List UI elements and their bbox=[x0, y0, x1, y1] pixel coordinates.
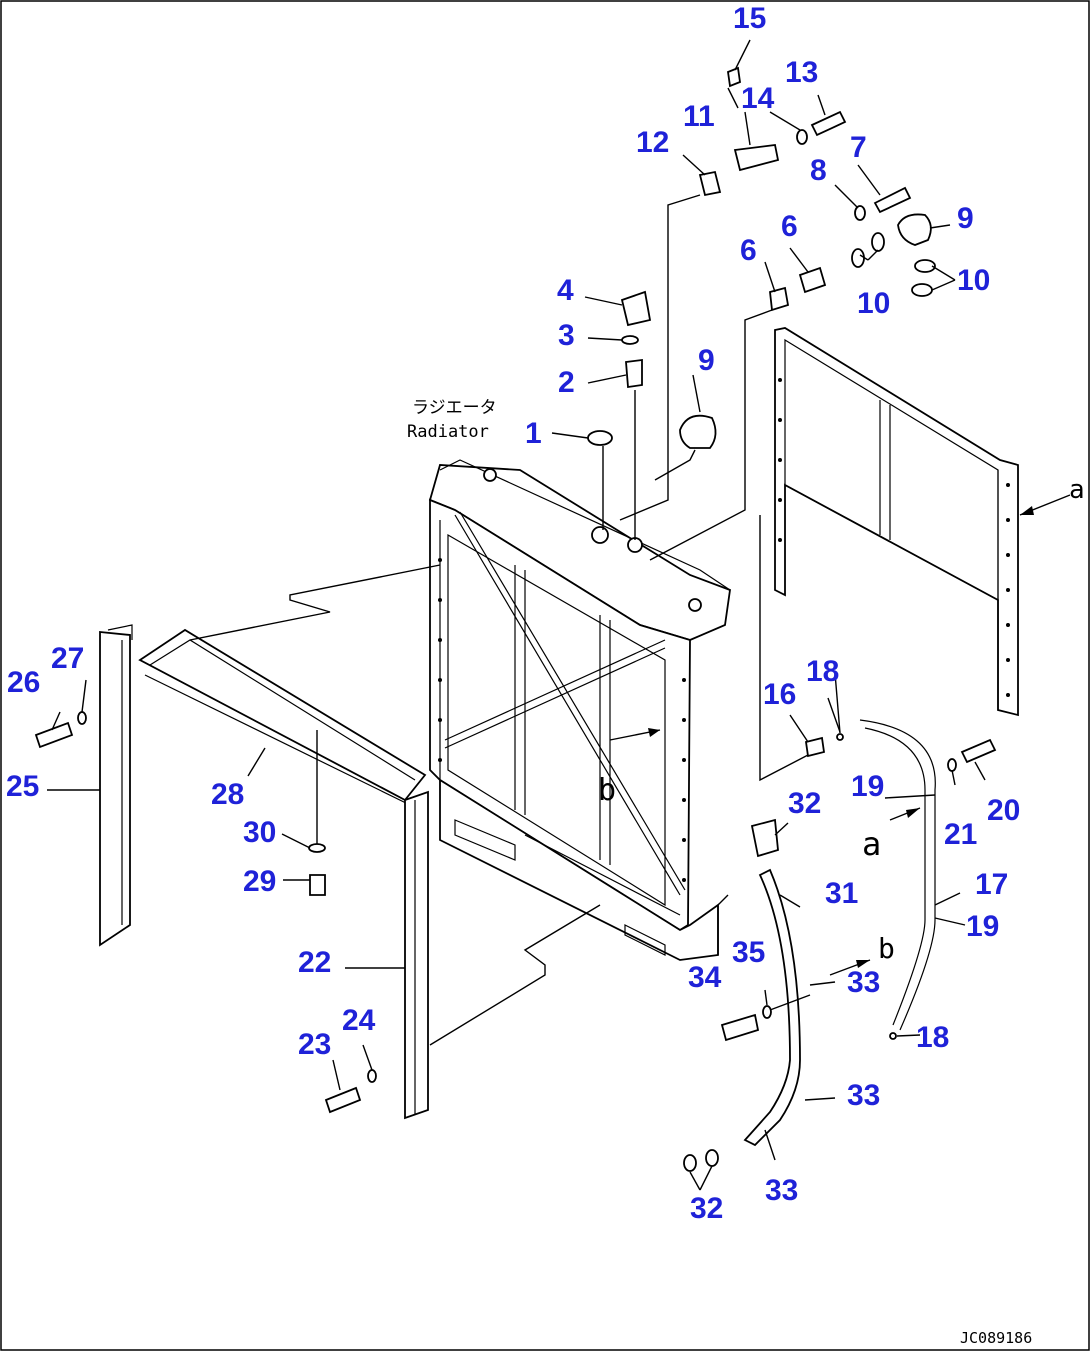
view-marker-b-core: b bbox=[598, 773, 616, 808]
callout-4: 4 bbox=[557, 274, 574, 307]
callout-1: 1 bbox=[525, 417, 542, 450]
callout-21: 21 bbox=[944, 818, 977, 851]
callout-26: 26 bbox=[7, 666, 40, 699]
callout-19-top: 19 bbox=[851, 770, 884, 803]
callout-9-top: 9 bbox=[957, 202, 974, 235]
callout-numbers: 15 13 14 11 12 7 8 9 6 6 10 10 4 3 2 9 1… bbox=[6, 2, 1020, 1225]
callout-20: 20 bbox=[987, 794, 1020, 827]
view-marker-b-hose: b bbox=[878, 932, 895, 965]
callout-7: 7 bbox=[850, 131, 867, 164]
drawing-number: JC089186 bbox=[960, 1329, 1032, 1347]
callout-17: 17 bbox=[975, 868, 1008, 901]
callout-19-bottom: 19 bbox=[966, 910, 999, 943]
callout-15: 15 bbox=[733, 2, 766, 35]
callout-22: 22 bbox=[298, 946, 331, 979]
callout-9-mid: 9 bbox=[698, 344, 715, 377]
callout-33-b: 33 bbox=[847, 1079, 880, 1112]
seal-strip-28 bbox=[138, 628, 427, 806]
callout-25: 25 bbox=[6, 770, 39, 803]
callout-2: 2 bbox=[558, 366, 575, 399]
callout-30: 30 bbox=[243, 816, 276, 849]
callout-10-left: 10 bbox=[857, 287, 890, 320]
callout-23: 23 bbox=[298, 1028, 331, 1061]
radiator-label-jp: ラジエータ bbox=[412, 398, 497, 418]
side-screen-frame bbox=[774, 327, 1019, 717]
callout-34: 34 bbox=[688, 961, 722, 994]
callout-3: 3 bbox=[558, 319, 575, 352]
left-seal-plate-25 bbox=[99, 624, 133, 947]
callout-32-bottom: 32 bbox=[690, 1192, 723, 1225]
radiator-core bbox=[428, 459, 731, 961]
view-marker-a-right: a bbox=[1069, 475, 1085, 505]
callout-11: 11 bbox=[683, 100, 715, 133]
callout-27: 27 bbox=[51, 642, 84, 675]
callout-13: 13 bbox=[785, 56, 818, 89]
callout-28: 28 bbox=[211, 778, 244, 811]
small-parts bbox=[34, 66, 997, 1172]
callout-32-top: 32 bbox=[788, 787, 821, 820]
callout-18-top: 18 bbox=[806, 655, 839, 688]
callout-14: 14 bbox=[741, 82, 775, 115]
callout-8: 8 bbox=[810, 154, 827, 187]
hose-17 bbox=[859, 719, 936, 1031]
callout-10-right: 10 bbox=[957, 264, 990, 297]
callout-29: 29 bbox=[243, 865, 276, 898]
radiator-label-en: Radiator bbox=[407, 422, 489, 442]
callout-18-bottom: 18 bbox=[916, 1021, 949, 1054]
callout-5: 6 bbox=[781, 210, 798, 243]
leader-lines bbox=[47, 39, 1071, 1191]
callout-35: 35 bbox=[732, 936, 765, 969]
hose-31 bbox=[743, 868, 801, 1147]
callout-33-a: 33 bbox=[847, 966, 880, 999]
callout-12: 12 bbox=[636, 126, 669, 159]
callout-16: 16 bbox=[763, 678, 796, 711]
vertical-seal-22 bbox=[404, 790, 429, 1120]
callout-31: 31 bbox=[825, 877, 858, 910]
callout-24: 24 bbox=[342, 1004, 376, 1037]
callout-33-c: 33 bbox=[765, 1174, 798, 1207]
view-marker-a-hose: a bbox=[862, 825, 881, 863]
callout-6: 6 bbox=[740, 234, 757, 267]
